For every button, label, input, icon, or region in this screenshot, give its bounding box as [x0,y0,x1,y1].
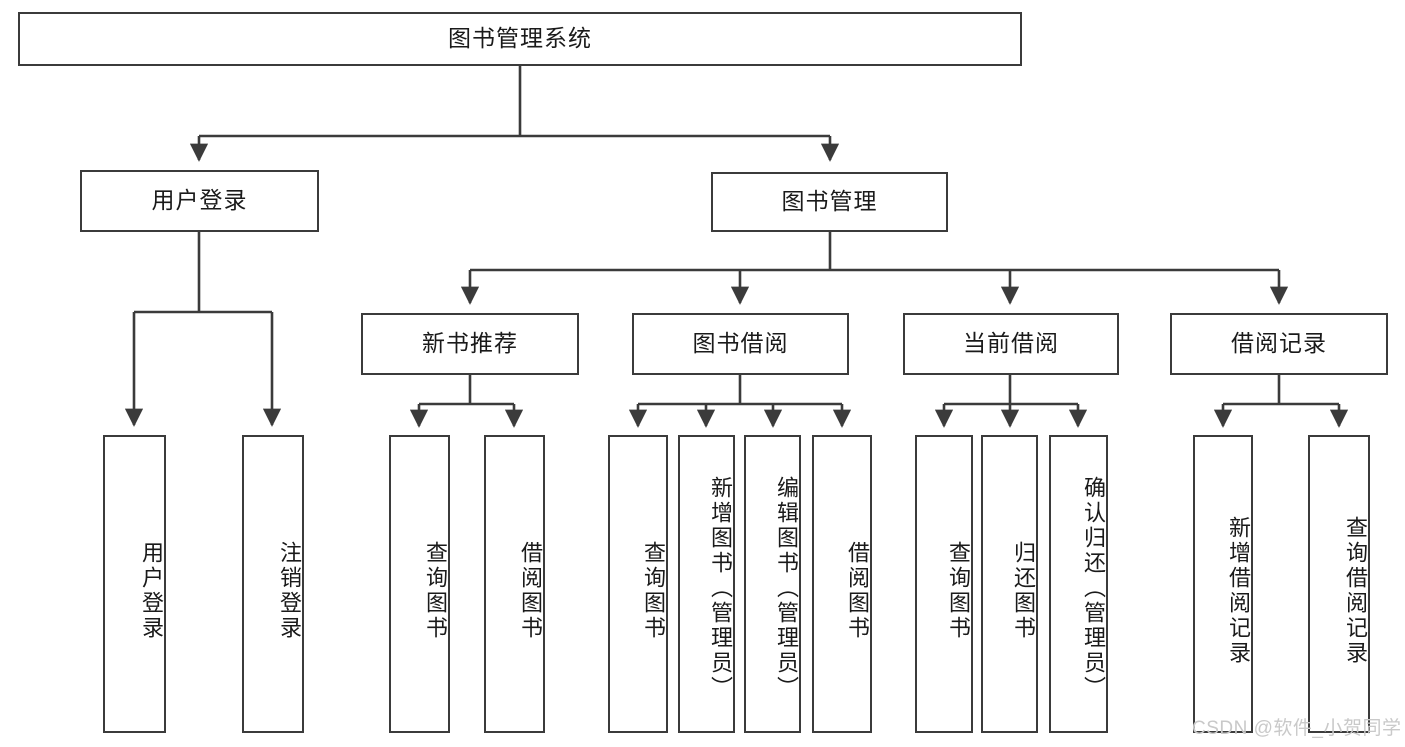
node-leaf-borrow-book-2[interactable]: 借阅图书 [812,435,872,733]
node-leaf-edit-book[interactable]: 编辑图书（管理员） [744,435,801,733]
node-leaf-add-book[interactable]: 新增图书（管理员） [678,435,735,733]
node-leaf-return-book[interactable]: 归还图书 [981,435,1038,733]
node-borrow-record[interactable]: 借阅记录 [1170,313,1388,375]
node-leaf-query-book-1[interactable]: 查询图书 [389,435,450,733]
node-book-management[interactable]: 图书管理 [711,172,948,232]
node-leaf-user-login[interactable]: 用户登录 [103,435,166,733]
node-book-borrow[interactable]: 图书借阅 [632,313,849,375]
node-current-borrow[interactable]: 当前借阅 [903,313,1119,375]
node-user-login[interactable]: 用户登录 [80,170,319,232]
csdn-watermark: CSDN @软件_小贺同学 [1192,718,1402,739]
node-leaf-confirm-return[interactable]: 确认归还（管理员） [1049,435,1108,733]
node-leaf-add-record[interactable]: 新增借阅记录 [1193,435,1253,733]
node-leaf-borrow-book-1[interactable]: 借阅图书 [484,435,545,733]
node-leaf-logout-login[interactable]: 注销登录 [242,435,304,733]
node-leaf-query-book-3[interactable]: 查询图书 [915,435,973,733]
node-leaf-query-record[interactable]: 查询借阅记录 [1308,435,1370,733]
node-root-book-management-system[interactable]: 图书管理系统 [18,12,1022,66]
node-leaf-query-book-2[interactable]: 查询图书 [608,435,668,733]
node-new-book-recommend[interactable]: 新书推荐 [361,313,579,375]
